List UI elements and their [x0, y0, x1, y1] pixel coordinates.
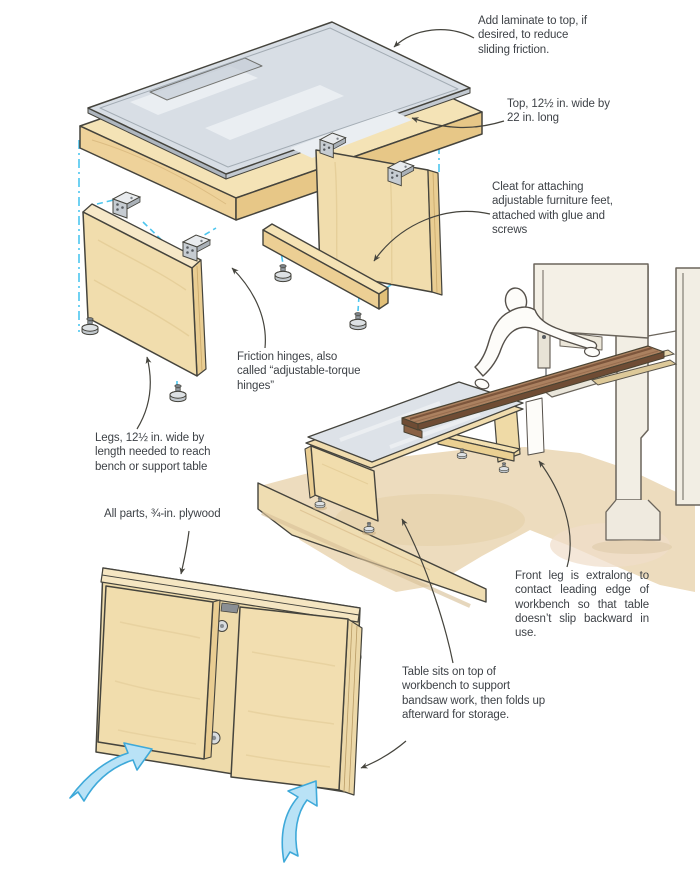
in-use-scene	[257, 263, 700, 608]
fold-direction-arrows	[69, 742, 318, 863]
annotation-add-laminate: Add laminate to top, if desired, to redu…	[478, 15, 587, 56]
leader-top	[411, 117, 505, 129]
adjustable-foot	[349, 312, 367, 331]
fold-arrow-icon	[281, 780, 318, 863]
workpiece-board	[401, 345, 665, 439]
leader-table-sits-up	[401, 518, 454, 664]
folded-view	[69, 567, 363, 863]
leader-friction-hinges	[231, 267, 266, 349]
leader-add-laminate	[393, 29, 475, 48]
fold-arrow-icon	[69, 742, 153, 802]
woodworker	[474, 287, 598, 456]
leader-table-sits-down	[360, 740, 407, 769]
annotation-all-parts: All parts, ¾-in. plywood	[104, 508, 221, 520]
leader-cleat	[373, 210, 491, 262]
friction-hinge	[182, 234, 211, 262]
leader-legs	[136, 356, 152, 430]
annotation-friction-hinges: Friction hinges, also called “adjustable…	[237, 351, 361, 392]
folded-table	[95, 567, 363, 796]
right-leg-panel	[315, 149, 443, 296]
hands	[474, 346, 601, 390]
annotation-cleat: Cleat for attaching adjustable furniture…	[492, 181, 613, 236]
annotation-table-sits: Table sits on top of workbench to suppor…	[402, 666, 546, 721]
workbench	[257, 482, 487, 608]
leader-front-leg	[538, 460, 571, 568]
leader-arrows	[136, 29, 571, 769]
annotation-legs: Legs, 12½ in. wide by length needed to r…	[95, 432, 211, 473]
annotation-front-leg: Front leg is extralong to contact leadin…	[515, 570, 649, 639]
friction-hinge	[112, 191, 141, 219]
leader-all-parts	[179, 530, 190, 575]
adjustable-foot	[274, 264, 292, 283]
laminate-sheet	[87, 21, 471, 180]
folded-right-panel	[230, 606, 363, 796]
annotation-top-size: Top, 12½ in. wide by 22 in. long	[507, 98, 610, 125]
exploded-view	[78, 21, 483, 403]
folded-left-panel	[97, 585, 221, 760]
adjustable-foot	[169, 384, 187, 403]
cleat-bar	[262, 223, 389, 310]
left-leg-panel	[82, 203, 207, 377]
